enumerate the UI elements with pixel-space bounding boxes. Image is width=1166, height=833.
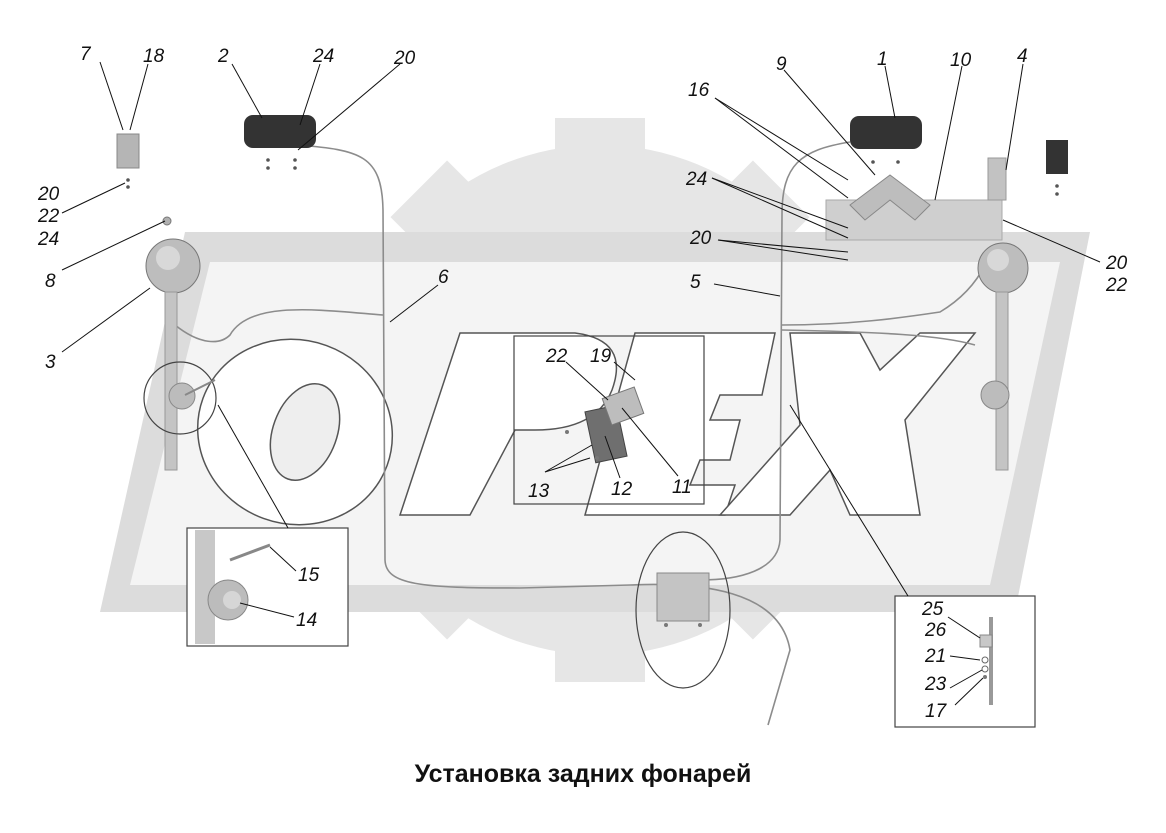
callout-23: 23 (924, 674, 947, 695)
callout-15: 15 (298, 565, 320, 586)
harness-right-branch (781, 264, 986, 326)
callout-13: 13 (528, 481, 550, 502)
part-4-bracket (987, 157, 1007, 201)
callout-20: 20 (1105, 253, 1128, 274)
part-7-18-light (116, 133, 140, 189)
callout-14: 14 (296, 610, 317, 631)
part-8-nut (162, 216, 172, 226)
callout-17: 17 (925, 701, 948, 722)
callout-8: 8 (45, 271, 56, 292)
callout-6: 6 (438, 267, 449, 288)
part-reflector-right (977, 242, 1029, 471)
detail-box-11-12-13 (513, 335, 705, 505)
callout-19: 19 (590, 346, 612, 367)
callout-5: 5 (690, 272, 701, 293)
wiring (174, 141, 986, 726)
callout-10: 10 (950, 50, 972, 71)
callout-12: 12 (611, 479, 633, 500)
callout-25: 25 (921, 599, 944, 620)
detail-box-17-21-23-25-26 (894, 595, 1036, 728)
part-1-rear-lamp-right (850, 116, 922, 164)
watermark-letters (196, 332, 977, 526)
callout-11: 11 (672, 477, 692, 498)
leader-lines (61, 61, 1101, 706)
harness-5 (699, 141, 851, 581)
callout-22: 22 (37, 206, 60, 227)
callout-7: 7 (80, 44, 92, 65)
harness-left-branch (174, 308, 384, 343)
harness-right-branch-2 (781, 329, 976, 346)
callout-20: 20 (689, 228, 712, 249)
callout-22: 22 (1105, 275, 1128, 296)
callout-24: 24 (312, 46, 334, 67)
diagram-canvas: 7 18 2 24 20 20 22 24 8 3 6 1 9 10 4 16 … (37, 44, 1128, 728)
callout-22: 22 (545, 346, 568, 367)
diagram-caption: Установка задних фонарей (414, 760, 752, 788)
callout-4: 4 (1017, 46, 1028, 67)
part-10-bracket (825, 174, 1003, 241)
part-side-light-right (1046, 140, 1068, 196)
callouts: 7 18 2 24 20 20 22 24 8 3 6 1 9 10 4 16 … (37, 44, 1128, 722)
callout-20: 20 (37, 184, 60, 205)
bracket-14-15-left (143, 361, 217, 435)
callout-18: 18 (143, 46, 165, 67)
plate-bracket-bottom (635, 531, 731, 689)
callout-24: 24 (685, 169, 707, 190)
detail-box-14-15 (186, 527, 349, 647)
callout-3: 3 (45, 352, 56, 373)
part-2-rear-lamp-left (244, 115, 316, 170)
harness-6 (297, 144, 791, 726)
part-3-reflector-left (145, 238, 201, 471)
callout-2: 2 (217, 46, 229, 67)
callout-1: 1 (877, 49, 888, 70)
callout-20: 20 (393, 48, 416, 69)
callout-9: 9 (776, 54, 787, 75)
callout-26: 26 (924, 620, 947, 641)
callout-16: 16 (688, 80, 710, 101)
callout-21: 21 (924, 646, 946, 667)
callout-24: 24 (37, 229, 59, 250)
